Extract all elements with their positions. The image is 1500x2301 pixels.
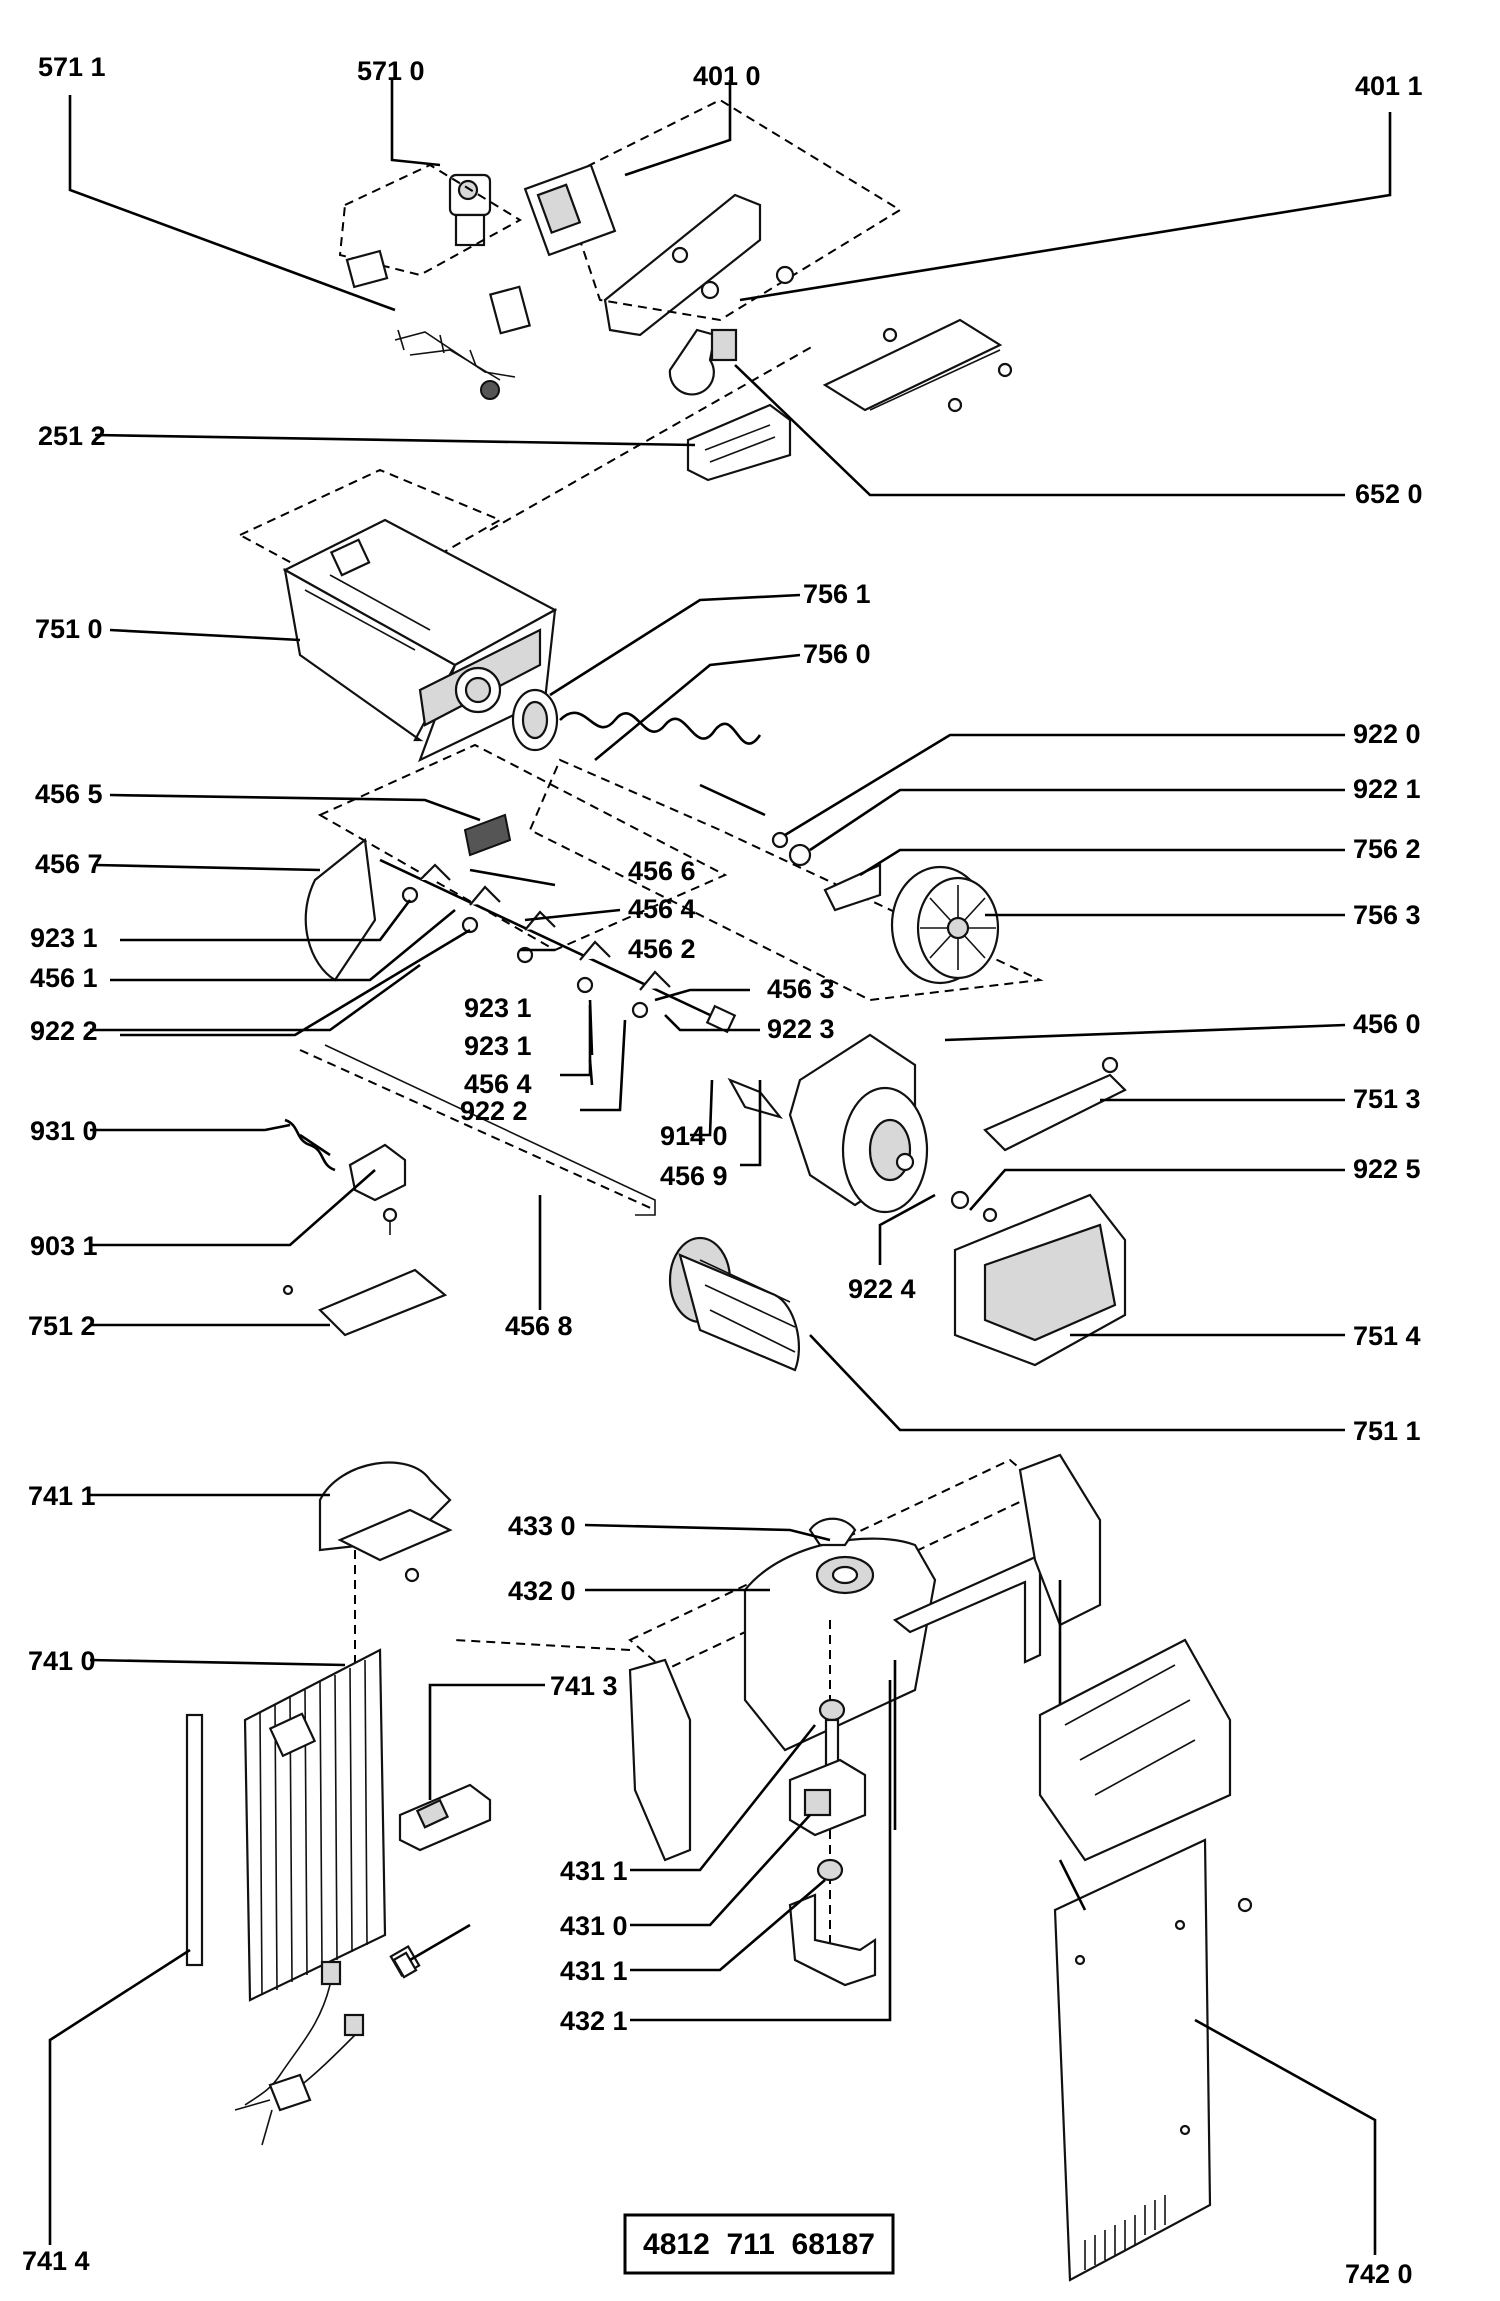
c-4321: 432 1 bbox=[560, 2006, 628, 2036]
c-4564b: 456 4 bbox=[464, 1069, 532, 1099]
c-9231c: 923 1 bbox=[464, 1031, 532, 1061]
storage-bin-part bbox=[282, 518, 558, 763]
c-9140: 914 0 bbox=[660, 1121, 728, 1151]
bracket-part bbox=[686, 403, 792, 482]
c-9222a: 922 2 bbox=[30, 1016, 98, 1046]
c-7511: 751 1 bbox=[1353, 1416, 1421, 1446]
motor-part bbox=[727, 1033, 998, 1223]
c-9221: 922 1 bbox=[1353, 774, 1421, 804]
c-5711: 571 1 bbox=[38, 52, 106, 82]
drive-wheel-part bbox=[528, 758, 1044, 1002]
c-5710: 571 0 bbox=[357, 56, 425, 86]
shelf-part bbox=[318, 1461, 453, 1583]
c-4564a: 456 4 bbox=[628, 894, 696, 924]
c-7510: 751 0 bbox=[35, 614, 103, 644]
c-4320: 432 0 bbox=[508, 1576, 576, 1606]
c-7560: 756 0 bbox=[803, 639, 871, 669]
side-rail-part bbox=[185, 1713, 204, 1967]
c-7410: 741 0 bbox=[28, 1646, 96, 1676]
reference-number: 4812 711 68187 bbox=[643, 2228, 875, 2261]
c-7512: 751 2 bbox=[28, 1311, 96, 1341]
c-4311b: 431 1 bbox=[560, 1956, 628, 1986]
wire-clip-part bbox=[394, 329, 516, 400]
c-7420: 742 0 bbox=[1345, 2259, 1413, 2289]
c-7562: 756 2 bbox=[1353, 834, 1421, 864]
callout-labels: 571 1 571 0 401 0 401 1 251 2 652 0 751 … bbox=[22, 52, 1423, 2289]
c-2512: 251 2 bbox=[38, 421, 106, 451]
c-7411: 741 1 bbox=[28, 1481, 96, 1511]
c-9231b: 923 1 bbox=[464, 993, 532, 1023]
c-4561: 456 1 bbox=[30, 963, 98, 993]
auger-spring-part bbox=[511, 688, 812, 867]
c-7561: 756 1 bbox=[803, 579, 871, 609]
chute-part bbox=[282, 1044, 656, 1337]
cover-plate-part bbox=[822, 318, 1013, 413]
c-7514: 751 4 bbox=[1353, 1321, 1421, 1351]
c-9310: 931 0 bbox=[30, 1116, 98, 1146]
hinge-bracket-part bbox=[398, 1783, 492, 1852]
c-9222b: 922 2 bbox=[460, 1096, 528, 1126]
c-9223: 922 3 bbox=[767, 1014, 835, 1044]
c-9224: 922 4 bbox=[848, 1274, 916, 1304]
c-7414: 741 4 bbox=[22, 2246, 90, 2276]
c-9225: 922 5 bbox=[1353, 1154, 1421, 1184]
evaporator-part bbox=[243, 1648, 387, 2002]
c-4566: 456 6 bbox=[628, 856, 696, 886]
c-4330: 433 0 bbox=[508, 1511, 576, 1541]
c-9231a: 923 1 bbox=[30, 923, 98, 953]
part-drawings bbox=[185, 98, 1253, 2282]
rod-part bbox=[392, 1923, 471, 1979]
leader-lines bbox=[48, 80, 1392, 2255]
c-4562: 456 2 bbox=[628, 934, 696, 964]
dash-guide-2 bbox=[489, 344, 816, 531]
dash-guide-5 bbox=[454, 1639, 631, 1651]
drive-housing-part bbox=[628, 1453, 1102, 1862]
c-4563: 456 3 bbox=[767, 974, 835, 1004]
c-4569: 456 9 bbox=[660, 1161, 728, 1191]
back-panel-part bbox=[1038, 1638, 1253, 2282]
valve-part bbox=[338, 163, 532, 335]
c-7563: 756 3 bbox=[1353, 900, 1421, 930]
reference-number-box: 4812 711 68187 bbox=[623, 2213, 895, 2275]
c-4567: 456 7 bbox=[35, 849, 103, 879]
c-7413: 741 3 bbox=[550, 1671, 618, 1701]
outlet-chute-part bbox=[668, 1056, 1127, 1372]
c-4310: 431 0 bbox=[560, 1911, 628, 1941]
c-7513: 751 3 bbox=[1353, 1084, 1421, 1114]
c-4568: 456 8 bbox=[505, 1311, 573, 1341]
c-4010: 401 0 bbox=[693, 61, 761, 91]
c-4011: 401 1 bbox=[1355, 71, 1423, 101]
c-4560: 456 0 bbox=[1353, 1009, 1421, 1039]
c-4311a: 431 1 bbox=[560, 1856, 628, 1886]
dash-guide-3 bbox=[299, 1049, 656, 1211]
c-9220: 922 0 bbox=[1353, 719, 1421, 749]
paddle-assembly-part bbox=[304, 743, 737, 1034]
control-plate-part bbox=[523, 98, 902, 396]
c-9031: 903 1 bbox=[30, 1231, 98, 1261]
c-4565: 456 5 bbox=[35, 779, 103, 809]
c-6520: 652 0 bbox=[1355, 479, 1423, 509]
